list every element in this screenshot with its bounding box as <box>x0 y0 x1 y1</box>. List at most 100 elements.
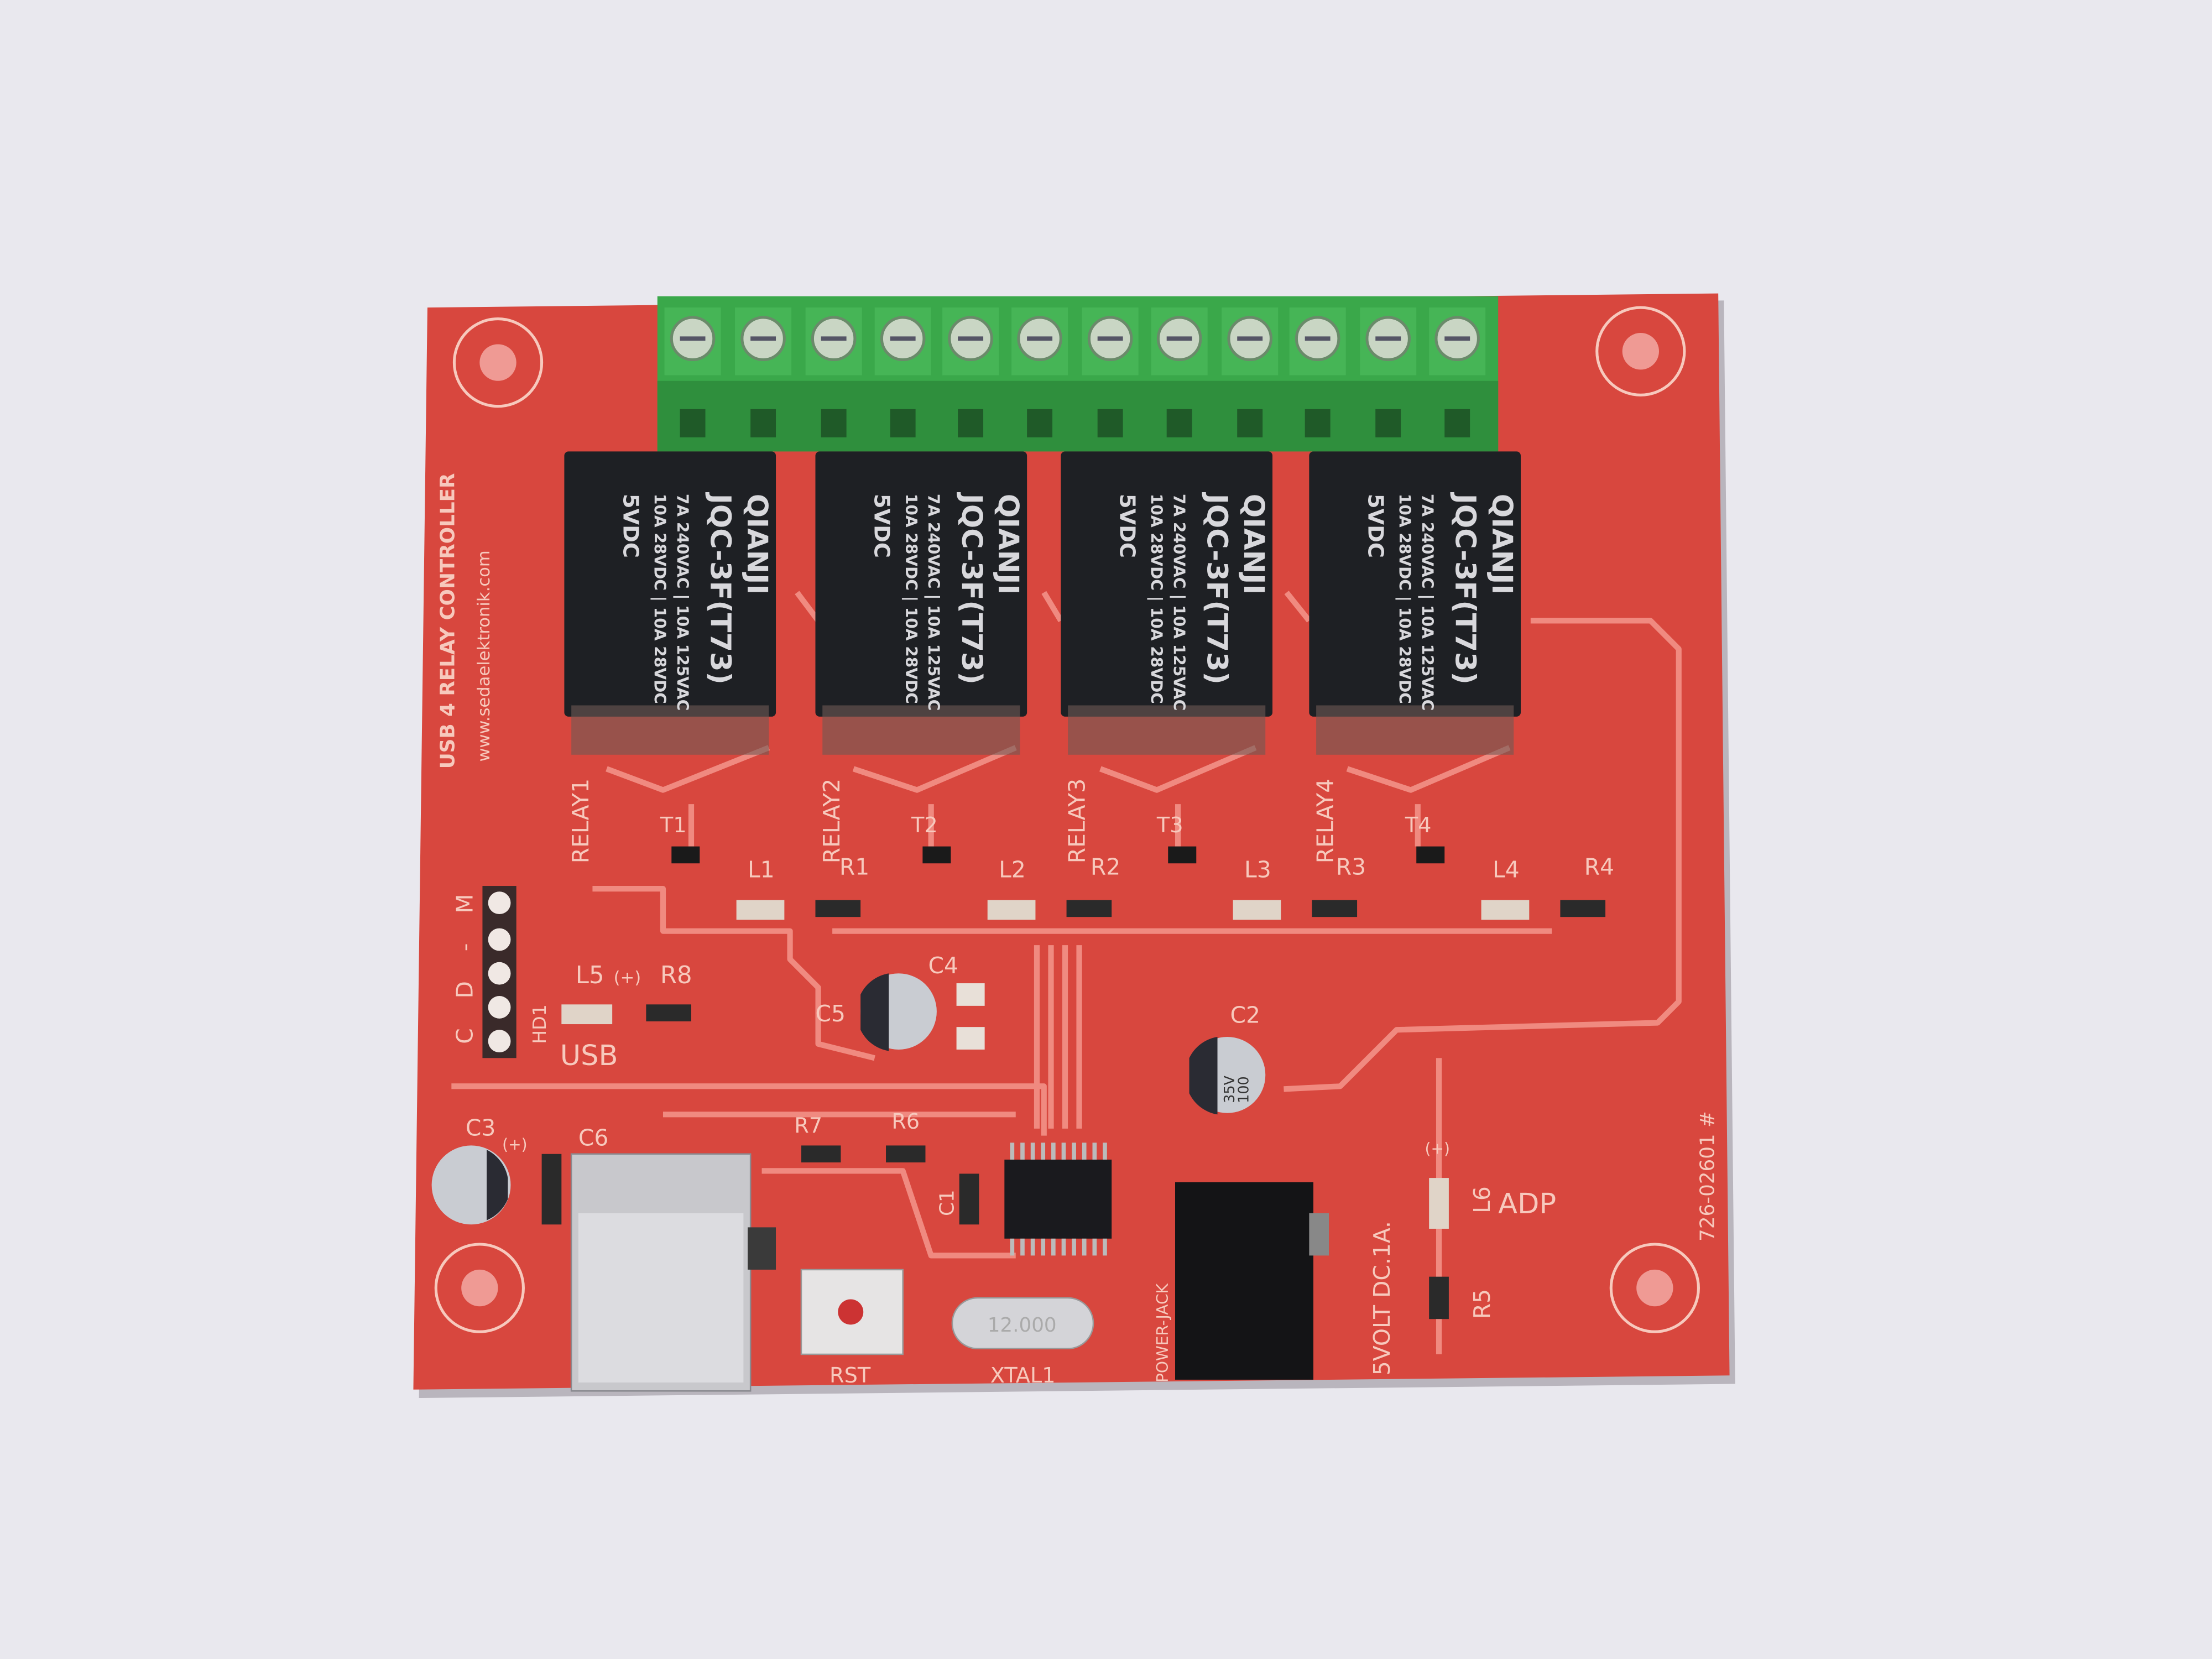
resistor-r8 <box>646 1004 691 1021</box>
label-transistor: T2 <box>911 813 938 838</box>
capacitor-c4b <box>956 1027 985 1050</box>
relay-brand: QIANJI <box>1485 494 1518 595</box>
label-c3: C3 <box>466 1115 495 1141</box>
ic-pin <box>1051 1142 1056 1160</box>
usb-b-connector <box>570 1153 776 1392</box>
label-l5: L5 <box>576 962 604 989</box>
relay-rating1: 7A 240VAC | 10A 125VAC <box>1418 494 1436 711</box>
resistor-r5 <box>1429 1276 1449 1319</box>
crystal-xtal1: 12.000 <box>951 1297 1094 1350</box>
label-transistor: T4 <box>1405 813 1432 838</box>
relay-rating1: 7A 240VAC | 10A 125VAC <box>1170 494 1188 711</box>
relay-coil: 5VDC <box>1363 494 1387 558</box>
ic-pin <box>1041 1142 1046 1160</box>
resistor <box>815 900 861 917</box>
transistor <box>1168 846 1197 864</box>
label-resistor: R1 <box>839 854 869 880</box>
ic-pin <box>1020 1238 1025 1256</box>
label-relay-2: RELAY2 <box>818 779 845 863</box>
label-adp: ADP <box>1498 1188 1556 1220</box>
led <box>1233 900 1281 920</box>
terminal-screw-icon <box>1222 307 1279 437</box>
label-resistor: R3 <box>1336 854 1366 880</box>
terminal-screw-icon <box>1082 307 1139 437</box>
label-c6: C6 <box>578 1124 608 1151</box>
resistor <box>1312 900 1358 917</box>
terminal-screw-icon <box>664 307 721 437</box>
transistor <box>671 846 700 864</box>
copper-traces <box>451 591 1682 1354</box>
label-c1: C1 <box>936 1190 958 1216</box>
ic-pin <box>1103 1142 1107 1160</box>
capacitor-c1 <box>959 1173 979 1225</box>
ic-pin <box>1041 1238 1046 1256</box>
relay-rating2: 10A 28VDC | 10A 28VDC <box>651 494 669 704</box>
transistor <box>1416 846 1445 864</box>
capacitor-c3 <box>431 1145 511 1225</box>
label-led: L1 <box>748 857 775 883</box>
label-resistor: R2 <box>1091 854 1120 880</box>
ic-pin <box>1092 1238 1097 1256</box>
label-c2: C2 <box>1230 1001 1260 1028</box>
relay-rating2: 10A 28VDC | 10A 28VDC <box>1396 494 1414 704</box>
resistor <box>1560 900 1606 917</box>
ic-pin <box>1030 1238 1035 1256</box>
label-power-spec: 5VOLT DC.1A. <box>1369 1221 1395 1375</box>
label-r7: R7 <box>794 1113 822 1138</box>
reset-button <box>800 1269 904 1355</box>
capacitor-c4 <box>956 983 985 1006</box>
terminal-screw-icon <box>1289 307 1346 437</box>
label-led: L2 <box>999 857 1026 883</box>
transistor <box>922 846 951 864</box>
label-relay-4: RELAY4 <box>1312 779 1339 863</box>
relay-model: JQC-3F(T73) <box>1201 492 1233 685</box>
relay-rating1: 7A 240VAC | 10A 125VAC <box>673 494 691 711</box>
led <box>987 900 1036 920</box>
label-resistor: R4 <box>1584 854 1614 880</box>
relay-model: JQC-3F(T73) <box>1449 492 1481 685</box>
resistor <box>1066 900 1112 917</box>
led <box>736 900 785 920</box>
label-r5: R5 <box>1469 1289 1495 1319</box>
terminal-screw-icon <box>1011 307 1068 437</box>
capacitor-c6 <box>541 1154 562 1225</box>
terminal-screw-icon <box>805 307 862 437</box>
resistor-r6 <box>886 1145 926 1163</box>
label-c5: C5 <box>815 1000 845 1027</box>
terminal-screw-icon <box>1151 307 1208 437</box>
relay-rating2: 10A 28VDC | 10A 28VDC <box>1147 494 1166 704</box>
c2-value: 100 <box>1236 1076 1253 1103</box>
ic-pin <box>1082 1142 1087 1160</box>
website-url: www.sedaelektronik.com <box>474 550 494 761</box>
label-transistor: T1 <box>660 813 687 838</box>
label-r6: R6 <box>891 1109 920 1134</box>
relay-model: JQC-3F(T73) <box>955 492 988 685</box>
ic-pin <box>1072 1142 1076 1160</box>
label-relay-3: RELAY3 <box>1064 779 1091 863</box>
relay-rating1: 7A 240VAC | 10A 125VAC <box>925 494 943 711</box>
label-led: L3 <box>1244 857 1271 883</box>
ic-pin <box>1082 1238 1087 1256</box>
label-l6-polarity: (+) <box>1425 1140 1450 1158</box>
crystal-value: 12.000 <box>988 1314 1057 1337</box>
power-jack <box>1175 1182 1329 1380</box>
relay-coil: 5VDC <box>869 494 894 558</box>
ic-pin <box>1020 1142 1025 1160</box>
c2-voltage: 35V <box>1222 1075 1238 1103</box>
mounting-holes <box>434 306 1700 1333</box>
terminal-screw-icon <box>942 307 999 437</box>
label-c3-polarity: (+) <box>502 1135 527 1154</box>
label-r8: R8 <box>660 962 692 989</box>
header-hd1 <box>482 886 517 1058</box>
board-title: USB 4 RELAY CONTROLLER <box>436 473 459 769</box>
label-transistor: T3 <box>1156 813 1183 838</box>
label-hd1: HD1 <box>529 1004 550 1044</box>
resistor-r7 <box>801 1145 841 1163</box>
ic-pin <box>1010 1142 1015 1160</box>
ic-pin <box>1061 1142 1066 1160</box>
